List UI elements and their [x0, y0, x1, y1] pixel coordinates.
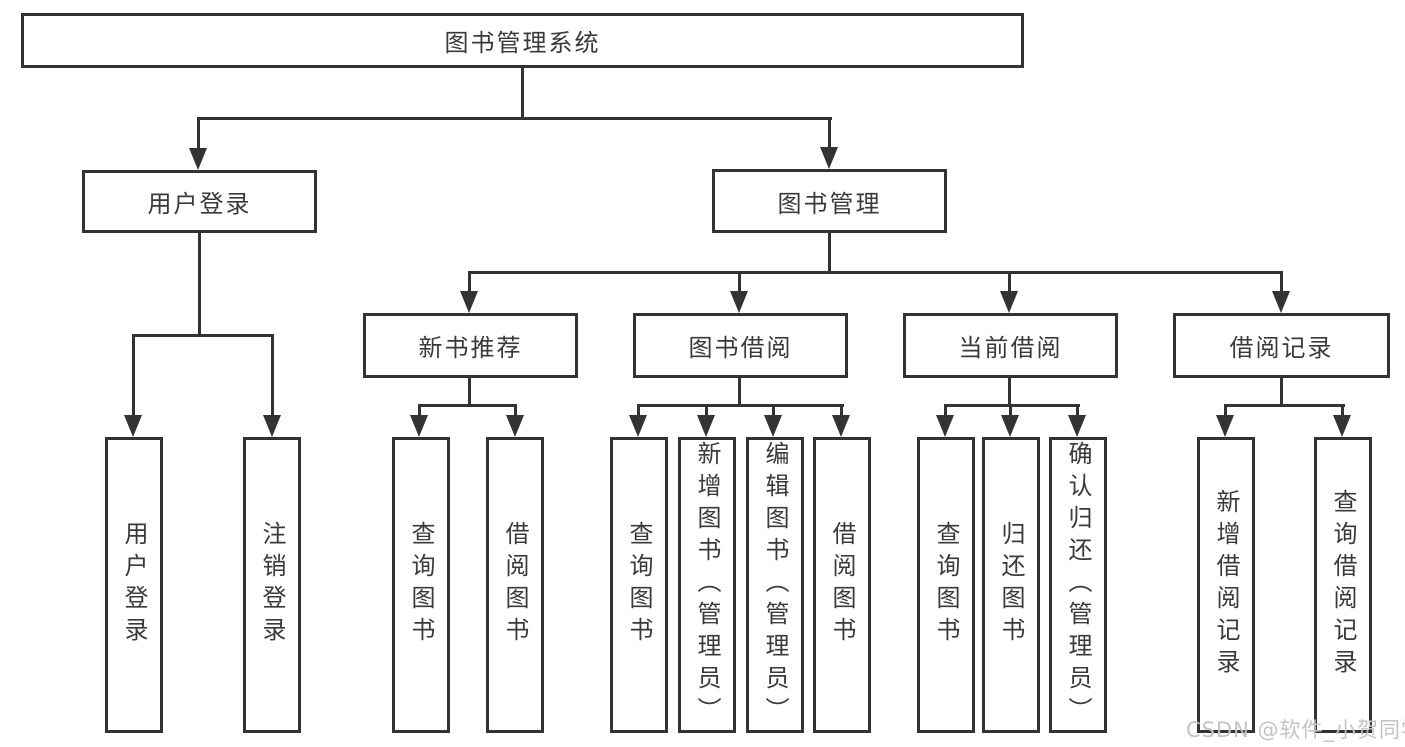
edge-bookmgmt-split: [468, 271, 1283, 274]
csdn-watermark: CSDN @软件_小贺同学: [1186, 718, 1405, 742]
arrowhead-leaf-return-book: [1001, 415, 1019, 437]
arrowhead-leaf-query2: [629, 415, 647, 437]
arrowhead-borrow-record: [1272, 291, 1290, 313]
edge-to-leaf-query2: [637, 404, 640, 420]
arrowhead-leaf-logout: [263, 415, 281, 437]
edge-currentborrow-drop: [1008, 377, 1011, 407]
edge-userlogin-drop: [198, 233, 201, 336]
leaf-edit-books-admin: 编辑图书（管理员）: [746, 437, 804, 733]
edge-to-leaf-borrow2: [840, 404, 843, 420]
arrowhead-leaf-query3: [936, 415, 954, 437]
edge-to-leaf-edit-book: [772, 404, 775, 420]
leaf-return-books: 归还图书: [982, 437, 1040, 733]
edge-to-leaf-query-record: [1341, 404, 1344, 420]
edge-to-leaf-login: [132, 334, 135, 420]
arrowhead-leaf-confirm-return: [1068, 415, 1086, 437]
leaf-query-borrow-record: 查询借阅记录: [1314, 437, 1372, 733]
arrowhead-leaf-login: [124, 415, 142, 437]
leaf-add-books-admin: 新增图书（管理员）: [678, 437, 736, 733]
leaf-borrow-books-1: 借阅图书: [486, 437, 544, 733]
edge-to-leaf-confirm-return: [1076, 404, 1079, 420]
leaf-query-books-1: 查询图书: [392, 437, 450, 733]
edge-root-drop: [521, 68, 524, 119]
node-book-management: 图书管理: [712, 169, 947, 233]
leaf-logout: 注销登录: [243, 437, 301, 733]
arrowhead-leaf-add-book: [697, 415, 715, 437]
arrowhead-user-login: [189, 148, 207, 170]
leaf-query-books-2: 查询图书: [610, 437, 668, 733]
arrowhead-leaf-borrow1: [506, 415, 524, 437]
node-borrowing-records: 借阅记录: [1173, 313, 1390, 378]
edge-to-current-borrow: [1008, 271, 1011, 295]
arrowhead-book-mgmt: [820, 147, 838, 169]
edge-currentborrow-split: [944, 404, 1080, 407]
edge-bookborrow-split: [637, 404, 844, 407]
edge-to-new-book: [468, 271, 471, 295]
edge-to-leaf-query3: [944, 404, 947, 420]
arrowhead-book-borrow: [730, 291, 748, 313]
arrowhead-leaf-borrow2: [832, 415, 850, 437]
leaf-add-borrow-record: 新增借阅记录: [1197, 437, 1255, 733]
leaf-confirm-return-admin: 确认归还（管理员）: [1049, 437, 1107, 733]
edge-to-leaf-query1: [418, 404, 421, 420]
edge-root-to-user-login: [197, 117, 200, 155]
arrowhead-leaf-query-record: [1333, 415, 1351, 437]
edge-root-to-book-mgmt: [828, 117, 831, 154]
node-current-borrowing: 当前借阅: [903, 313, 1118, 378]
edge-newbook-split: [418, 404, 517, 407]
node-root-library-system: 图书管理系统: [21, 13, 1024, 68]
arrowhead-leaf-edit-book: [764, 415, 782, 437]
edge-root-split: [197, 117, 832, 120]
arrowhead-current-borrow: [1000, 291, 1018, 313]
edge-to-borrow-record: [1280, 271, 1283, 295]
edge-to-leaf-logout: [271, 334, 274, 420]
arrowhead-leaf-query1: [410, 415, 428, 437]
edge-borrowrecord-drop: [1280, 377, 1283, 407]
edge-to-leaf-borrow1: [514, 404, 517, 420]
node-book-borrowing: 图书借阅: [633, 313, 848, 378]
node-user-login: 用户登录: [82, 170, 317, 233]
leaf-query-books-3: 查询图书: [917, 437, 975, 733]
arrowhead-new-book: [460, 291, 478, 313]
edge-borrowrecord-split: [1224, 404, 1345, 407]
edge-to-leaf-return-book: [1009, 404, 1012, 420]
leaf-user-login: 用户登录: [105, 437, 163, 733]
arrowhead-leaf-add-record: [1216, 415, 1234, 437]
leaf-borrow-books-2: 借阅图书: [813, 437, 871, 733]
edge-bookborrow-drop: [738, 377, 741, 407]
node-new-book-recommendation: 新书推荐: [363, 313, 578, 378]
edge-to-book-borrow: [738, 271, 741, 295]
edge-to-leaf-add-record: [1224, 404, 1227, 420]
edge-bookmgmt-drop: [828, 233, 831, 274]
edge-userlogin-split: [132, 334, 274, 337]
edge-newbook-drop: [468, 377, 471, 407]
edge-to-leaf-add-book: [705, 404, 708, 420]
